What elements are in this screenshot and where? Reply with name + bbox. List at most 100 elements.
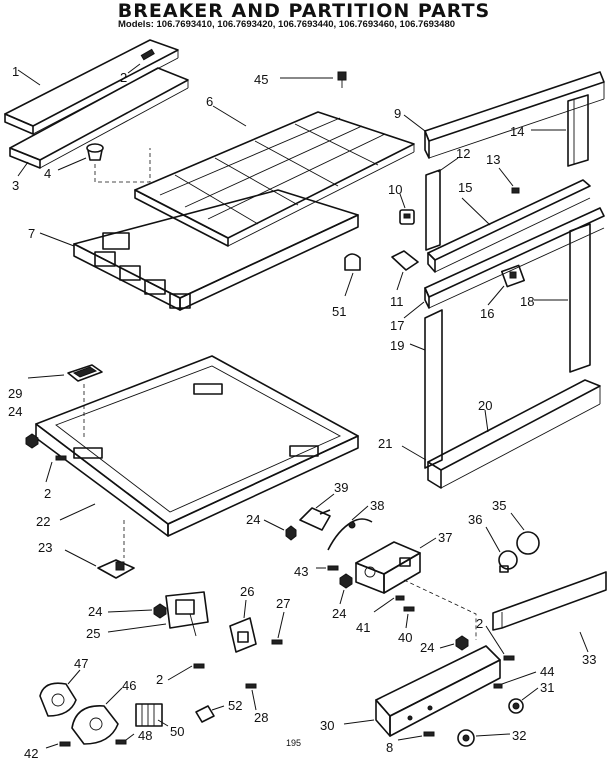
- part-23-clip: [64, 520, 135, 579]
- callout-19: 19: [390, 338, 404, 353]
- part-22-shelf-frame: [35, 355, 359, 537]
- callout-12: 12: [456, 146, 470, 161]
- callout-40: 40: [398, 630, 412, 645]
- part-24-nut-light: [263, 519, 297, 541]
- part-24-nut-panel: [439, 635, 469, 651]
- part-24-nut-housing: [339, 573, 353, 605]
- callout-29: 29: [8, 386, 22, 401]
- callout-9: 9: [394, 106, 401, 121]
- part-46-control-knob-housing: [71, 687, 123, 745]
- callout-51: 51: [332, 304, 346, 319]
- part-30-control-panel: [343, 645, 501, 737]
- part-19-vertical-strip: [409, 309, 443, 469]
- callout-17: 17: [390, 318, 404, 333]
- callout-35: 35: [492, 498, 506, 513]
- callout-24-light: 24: [246, 512, 260, 527]
- part-28-screw: [245, 683, 257, 711]
- callout-38: 38: [370, 498, 384, 513]
- callout-1: 1: [12, 64, 19, 79]
- callout-10: 10: [388, 182, 402, 197]
- part-24-nut-upper-left: [25, 433, 39, 449]
- part-2-screw-lower: [167, 663, 205, 681]
- callout-15: 15: [458, 180, 472, 195]
- part-41-screw: [373, 595, 405, 613]
- callout-24-bracket: 24: [88, 604, 102, 619]
- part-8-screw: [397, 731, 435, 741]
- callout-7: 7: [28, 226, 35, 241]
- part-2-screw-panel: [485, 625, 515, 661]
- part-9-partition-top: [403, 71, 605, 159]
- part-35-bulb-cover: [510, 512, 540, 555]
- part-14-trim: [531, 94, 589, 167]
- callout-8: 8: [386, 740, 393, 755]
- callout-46: 46: [122, 678, 136, 693]
- part-7-breaker-tray: [39, 189, 359, 311]
- callout-45: 45: [254, 72, 268, 87]
- part-24-nut-bracket: [107, 603, 167, 619]
- part-4-plug: [57, 143, 151, 183]
- part-11-clip: [391, 250, 419, 291]
- callout-33: 33: [582, 652, 596, 667]
- part-42-screw: [45, 741, 71, 749]
- callout-11: 11: [390, 294, 404, 309]
- callout-37: 37: [438, 530, 452, 545]
- part-43-screw: [316, 565, 339, 571]
- part-15-mullion-bar: [427, 179, 591, 273]
- callout-43: 43: [294, 564, 308, 579]
- diagram-code: 195: [286, 738, 301, 748]
- callout-52: 52: [228, 698, 242, 713]
- callout-31: 31: [540, 680, 554, 695]
- callout-20: 20: [478, 398, 492, 413]
- callout-25: 25: [86, 626, 100, 641]
- callout-26: 26: [240, 584, 254, 599]
- callout-6: 6: [206, 94, 213, 109]
- part-52-clip: [195, 705, 225, 723]
- diagram-header: BREAKER AND PARTITION PARTS Models: 106.…: [0, 0, 608, 40]
- callout-21: 21: [378, 436, 392, 451]
- part-17-bar: [403, 207, 605, 319]
- part-13-screw: [498, 167, 520, 194]
- callout-22: 22: [36, 514, 50, 529]
- part-20-bottom-bar: [427, 379, 601, 489]
- part-16-bracket: [487, 264, 525, 306]
- part-6-shelf-grille: [134, 105, 415, 247]
- callout-16: 16: [480, 306, 494, 321]
- part-25-bracket: [107, 591, 209, 637]
- callout-2-lower: 2: [156, 672, 163, 687]
- part-21-corner: [401, 445, 427, 461]
- part-33-trim-bar: [492, 571, 607, 653]
- part-36-bulb: [485, 526, 518, 573]
- callout-2-panel: 2: [476, 616, 483, 631]
- callout-24-left: 24: [8, 404, 22, 419]
- callout-24-housing: 24: [332, 606, 346, 621]
- callout-28: 28: [254, 710, 268, 725]
- callout-13: 13: [486, 152, 500, 167]
- part-50-wire-connector: [135, 703, 169, 727]
- callout-36: 36: [468, 512, 482, 527]
- part-51-clip: [344, 253, 361, 297]
- callout-32: 32: [512, 728, 526, 743]
- part-12-trim-strip: [425, 157, 459, 251]
- part-10-clip: [399, 193, 415, 225]
- part-29-pad: [27, 364, 103, 440]
- part-26-switch: [229, 599, 257, 653]
- model-numbers: Models: 106.7693410, 106.7693420, 106.76…: [118, 19, 456, 30]
- callout-47: 47: [74, 656, 88, 671]
- part-48-screw: [115, 733, 135, 745]
- callout-3: 3: [12, 178, 19, 193]
- callout-18: 18: [520, 294, 534, 309]
- part-18-vertical-strip: [534, 223, 591, 373]
- callout-2-frame: 2: [44, 486, 51, 501]
- callout-42: 42: [24, 746, 38, 761]
- callout-48: 48: [138, 728, 152, 743]
- callout-39: 39: [334, 480, 348, 495]
- part-38-wire-harness: [327, 505, 373, 551]
- callout-4: 4: [44, 166, 51, 181]
- part-39-lamp-socket: [299, 493, 335, 531]
- page-title: BREAKER AND PARTITION PARTS: [117, 0, 491, 22]
- callout-2-top: 2: [120, 70, 127, 85]
- callout-27: 27: [276, 596, 290, 611]
- callout-50: 50: [170, 724, 184, 739]
- callout-30: 30: [320, 718, 334, 733]
